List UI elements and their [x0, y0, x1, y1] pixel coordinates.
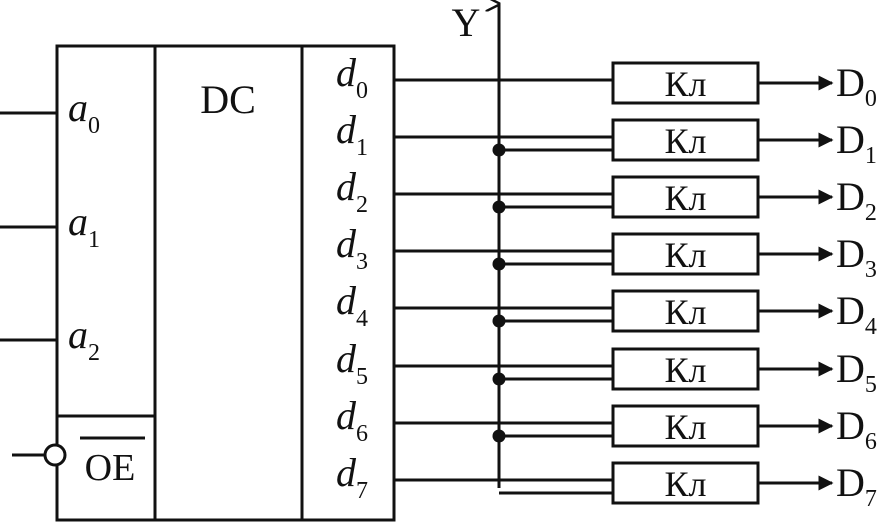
key-label: Кл [665, 407, 707, 447]
key-block [611, 347, 760, 391]
output-label-D6: D6 [836, 403, 877, 455]
decoder-block [55, 44, 396, 522]
key-block [611, 289, 760, 333]
decoder-output-label-d6: d6 [336, 393, 368, 447]
y-bus-label: Y [452, 0, 481, 45]
key-label: Кл [665, 464, 707, 504]
enable-label: OE [85, 447, 136, 489]
output-label-D3: D3 [836, 231, 877, 283]
decoder-output-label-d5: d5 [336, 336, 368, 390]
input-label-a0: a0 [68, 85, 100, 139]
key-block [611, 61, 760, 105]
input-label-a2: a2 [68, 312, 100, 366]
output-label-D4: D4 [836, 288, 877, 340]
decoder-output-label-d1: d1 [336, 107, 368, 161]
key-block [611, 404, 760, 448]
decoder-output-label-d7: d7 [336, 450, 368, 504]
output-label-D0: D0 [836, 60, 877, 112]
key-label: Кл [665, 235, 707, 275]
output-label-D2: D2 [836, 174, 877, 226]
inversion-bubble [43, 443, 67, 467]
decoder-output-label-d0: d0 [336, 50, 368, 104]
key-label: Кл [665, 350, 707, 390]
key-label: Кл [665, 178, 707, 218]
key-label: Кл [665, 121, 707, 161]
key-label: Кл [665, 292, 707, 332]
key-label: Кл [665, 64, 707, 104]
decoder-output-label-d4: d4 [336, 278, 368, 332]
output-label-D5: D5 [836, 346, 877, 398]
decoder-inputs: a0 a1 a2 [0, 85, 100, 366]
input-label-a1: a1 [68, 199, 100, 253]
key-block [611, 175, 760, 219]
decoder-output-label-d2: d2 [336, 164, 368, 218]
decoder-label: DC [200, 77, 256, 122]
decoder-output-label-d3: d3 [336, 221, 368, 275]
output-label-D7: D7 [836, 460, 877, 512]
output-label-D1: D1 [836, 117, 877, 169]
